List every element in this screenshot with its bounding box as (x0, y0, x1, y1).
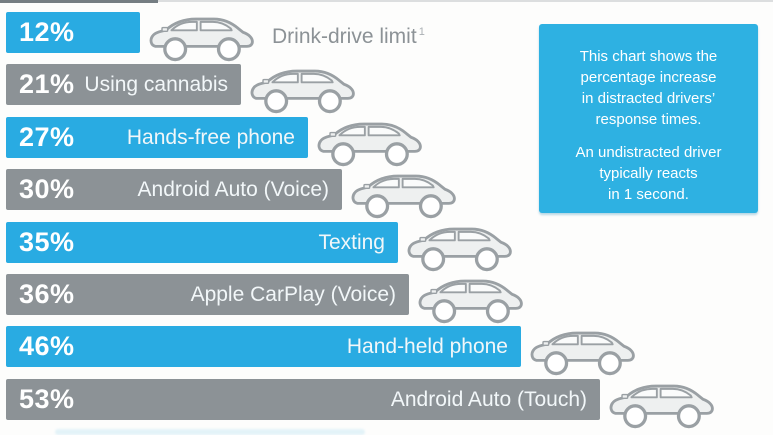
car-icon (250, 69, 355, 114)
bar-percentage: 21% (19, 69, 75, 99)
bar: 53% Android Auto (Touch) (6, 379, 600, 420)
bar-label: Texting (318, 231, 385, 254)
bar-percentage: 46% (19, 331, 75, 361)
bar-percentage: 30% (19, 174, 75, 204)
bar: 27% Hands-free phone (6, 117, 308, 158)
bar: 46% Hand-held phone (6, 326, 521, 367)
car-icon (418, 279, 523, 324)
info-box-line: An undistracted driver (575, 144, 722, 161)
info-box-line: typically reacts (599, 165, 698, 182)
crop-artifact-top-light (0, 0, 773, 2)
bar-percentage: 35% (19, 227, 75, 257)
bar-label: Apple CarPlay (Voice) (190, 283, 396, 306)
car-icon (317, 122, 422, 167)
bar-label: Using cannabis (84, 73, 228, 96)
car-icon (609, 384, 714, 429)
bar-label: Hand-held phone (346, 335, 508, 358)
car-icon (530, 331, 635, 376)
bar: 30% Android Auto (Voice) (6, 169, 342, 210)
info-box-line: percentage increase (580, 69, 717, 86)
info-box-line: in 1 second. (608, 186, 689, 203)
bar-percentage: 12% (19, 17, 75, 47)
info-box-line: response times. (595, 111, 702, 128)
bar: 12% (6, 12, 140, 53)
bar-label: Android Auto (Touch) (390, 388, 587, 411)
crop-artifact-top-dark (0, 0, 158, 3)
car-icon (351, 174, 456, 219)
bar-percentage: 27% (19, 122, 75, 152)
bar-label: Android Auto (Voice) (137, 178, 329, 201)
footnote-marker: 1 (418, 26, 425, 38)
bar: 35% Texting (6, 222, 398, 263)
info-box: This chart shows the percentage increase i… (539, 24, 758, 213)
info-box-line: in distracted drivers’ (581, 90, 716, 107)
bar: 21% Using cannabis (6, 64, 241, 105)
crop-artifact-bottom (55, 429, 365, 435)
car-icon (149, 17, 254, 62)
info-box-paragraph-1: This chart shows the percentage increase i… (547, 46, 750, 130)
car-icon (407, 227, 512, 272)
bar-label: Hands-free phone (126, 126, 295, 149)
info-box-line: This chart shows the (579, 48, 718, 65)
bar: 36% Apple CarPlay (Voice) (6, 274, 409, 315)
info-box-paragraph-2: An undistracted driver typically reacts in… (547, 142, 750, 205)
bar-percentage: 36% (19, 279, 75, 309)
bar-percentage: 53% (19, 384, 75, 414)
